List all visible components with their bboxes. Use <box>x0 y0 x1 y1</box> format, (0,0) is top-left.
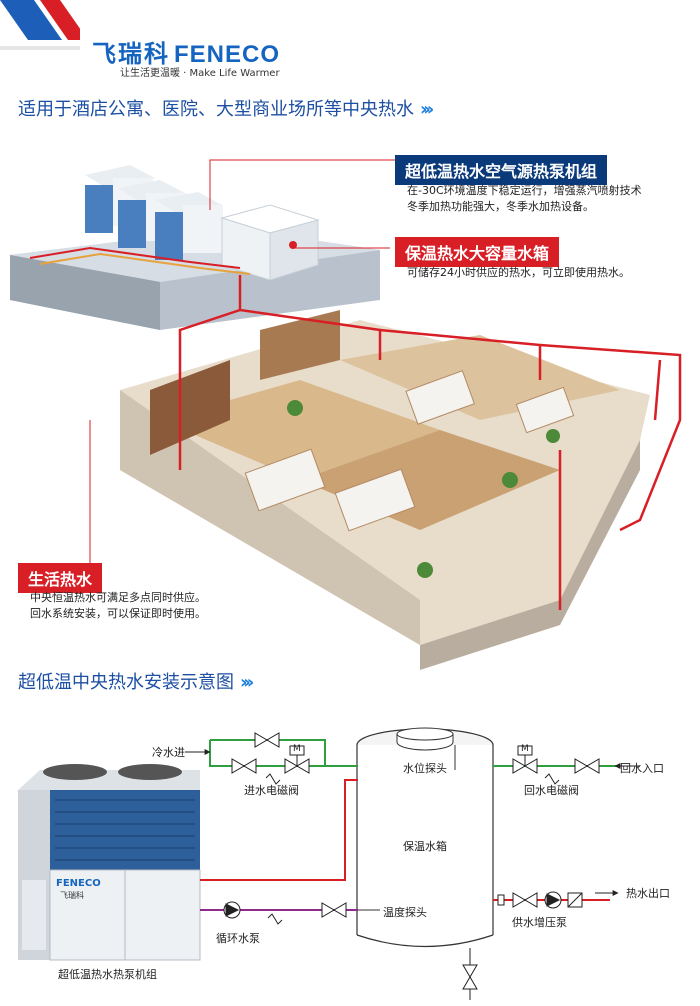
heat-pump-unit-image <box>18 764 201 961</box>
return-valves <box>512 745 600 785</box>
rooftop-water-tank <box>220 204 320 281</box>
booster-pump-label: 供水增压泵 <box>512 916 567 929</box>
return-valve-label: 回水电磁阀 <box>524 784 579 797</box>
circulation-pump-label: 循环水泵 <box>216 932 260 945</box>
brand-slogan: 让生活更温暖 · Make Life Warmer <box>120 68 280 79</box>
return-inlet-label: 回水入口 <box>620 762 664 775</box>
insulated-tank <box>356 727 494 948</box>
inlet-valve-label: 进水电磁阀 <box>244 784 299 797</box>
callout-desc-heat-pump: 在-30C环境温度下稳定运行，增强蒸汽喷射技术 冬季加热功能强大，冬季水加热设备… <box>407 183 642 215</box>
section-title-text: 超低温中央热水安装示意图 <box>18 672 234 693</box>
motor-valve-label: M <box>293 744 301 754</box>
cold-water-in-label: 冷水进 <box>152 746 185 759</box>
callout-desc-line: 冬季加热功能强大，冬季水加热设备。 <box>407 200 594 213</box>
unit-brand-label: FENECO <box>56 878 101 889</box>
inlet-valves <box>231 732 310 785</box>
section-title-text: 适用于酒店公寓、医院、大型商业场所等中央热水 <box>18 99 414 120</box>
circulation-devices <box>223 901 347 925</box>
unit-to-tank-hot-line <box>200 779 358 881</box>
outlet-devices <box>497 891 583 909</box>
hot-water-outlet-label: 热水出口 <box>626 887 670 900</box>
brand-name-cn: 飞瑞科 <box>92 40 170 68</box>
callout-title-domestic-hot-water: 生活热水 <box>18 563 103 593</box>
callout-title-heat-pump: 超低温热水空气源热泵机组 <box>395 155 608 185</box>
unit-brand-cn-label: 飞瑞科 <box>60 891 84 900</box>
callout-title-water-tank: 保温热水大容量水箱 <box>395 237 560 267</box>
motor-valve-label: M <box>521 744 529 754</box>
callout-desc-water-tank: 可储存24小时供应的热水，可立即使用热水。 <box>407 265 630 281</box>
tank-label: 保温水箱 <box>403 840 447 853</box>
drain-valve <box>462 948 478 1000</box>
water-level-probe-label: 水位探头 <box>403 762 447 775</box>
callout-desc-line: 回水系统安装，可以保证即时使用。 <box>30 607 206 620</box>
temp-probe-label: 温度探头 <box>383 906 427 919</box>
brand-stripes-icon <box>0 0 80 50</box>
callout-desc-line: 在-30C环境温度下稳定运行，增强蒸汽喷射技术 <box>407 184 642 197</box>
callout-desc-line: 中央恒温热水可满足多点同时供应。 <box>30 591 206 604</box>
unit-caption: 超低温热水热泵机组 <box>58 968 157 981</box>
callout-desc-line: 可储存24小时供应的热水，可立即使用热水。 <box>407 266 630 279</box>
callout-desc-domestic-hot-water: 中央恒温热水可满足多点同时供应。 回水系统安装，可以保证即时使用。 <box>30 590 206 622</box>
rooftop-heat-pumps <box>85 165 223 260</box>
hot-water-pipe-path <box>178 275 242 470</box>
brand-name-en: FENECO <box>174 41 281 68</box>
